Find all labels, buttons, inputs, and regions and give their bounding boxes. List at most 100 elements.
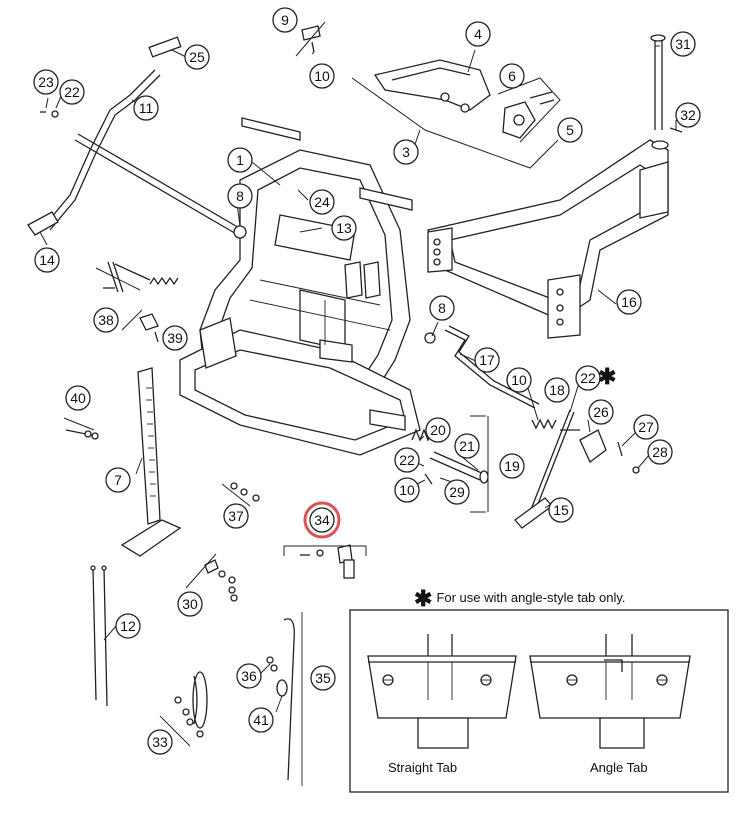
callout-circle xyxy=(162,325,188,351)
callout-36: 36 xyxy=(236,663,262,689)
callout-circle xyxy=(227,147,253,173)
callout-number: 13 xyxy=(336,220,352,236)
callout-circle xyxy=(465,21,491,47)
callout-circle xyxy=(184,44,210,70)
main-frame-drawing xyxy=(179,117,421,456)
callout-7: 7 xyxy=(105,467,131,493)
footnote-text: For use with angle-style tab only. xyxy=(436,590,626,605)
callout-number: 10 xyxy=(399,482,415,498)
callout-circle xyxy=(177,591,203,617)
callout-number: 8 xyxy=(438,300,446,316)
callout-6: 6 xyxy=(499,63,525,89)
callout-circle xyxy=(93,307,119,333)
callout-number: 31 xyxy=(675,36,691,52)
callout-number: 28 xyxy=(652,444,668,460)
callout-32: 32 xyxy=(675,102,701,128)
small-hardware-drawing xyxy=(174,482,355,738)
callout-12: 12 xyxy=(115,613,141,639)
callout-circle xyxy=(272,7,298,33)
callout-number: 34 xyxy=(314,512,330,528)
callout-circle xyxy=(236,663,262,689)
callout-number: 14 xyxy=(39,252,55,268)
straight-tab-label: Straight Tab xyxy=(388,760,458,775)
callout-circle xyxy=(115,613,141,639)
callout-number: 22 xyxy=(64,84,80,100)
callout-number: 12 xyxy=(120,618,136,634)
callout-4: 4 xyxy=(465,21,491,47)
callout-number: 24 xyxy=(314,194,330,210)
rods-cable-drawing xyxy=(90,565,303,786)
callout-number: 25 xyxy=(189,49,205,65)
callout-circle xyxy=(675,102,701,128)
callout-11: 11 xyxy=(133,95,159,121)
callout-10: 10 xyxy=(506,367,532,393)
callout-number: 36 xyxy=(241,668,257,684)
callout-20: 20 xyxy=(425,417,451,443)
callout-number: 38 xyxy=(98,312,114,328)
callout-number: 35 xyxy=(315,670,331,686)
pin-31-drawing xyxy=(650,34,683,133)
callout-30: 30 xyxy=(177,591,203,617)
callout-circle xyxy=(147,729,173,755)
callout-number: 17 xyxy=(479,352,495,368)
callout-number: 32 xyxy=(680,107,696,123)
callout-8: 8 xyxy=(227,183,253,209)
callout-23: 23 xyxy=(33,69,59,95)
callout-3: 3 xyxy=(393,139,419,165)
callout-circle xyxy=(557,117,583,143)
callout-14: 14 xyxy=(34,247,60,273)
callout-number: 30 xyxy=(182,596,198,612)
callout-number: 1 xyxy=(236,152,244,168)
callout-10: 10 xyxy=(394,477,420,503)
callout-circle xyxy=(331,215,357,241)
callout-circle xyxy=(647,439,673,465)
spring-pin-drawing xyxy=(103,261,179,343)
callout-circle xyxy=(548,497,574,523)
callout-16: 16 xyxy=(616,289,642,315)
callout-38: 38 xyxy=(93,307,119,333)
callout-40: 40 xyxy=(65,385,91,411)
hitch-drawing xyxy=(427,139,669,339)
callout-circle xyxy=(393,139,419,165)
callout-number: 40 xyxy=(70,390,86,406)
callout-circle xyxy=(506,367,532,393)
callout-circle xyxy=(425,417,451,443)
callout-number: 15 xyxy=(553,502,569,518)
callout-circle xyxy=(454,433,480,459)
callout-24: 24 xyxy=(309,189,335,215)
callout-circle xyxy=(499,453,525,479)
callout-number: 9 xyxy=(281,12,289,28)
callout-number: 29 xyxy=(449,484,465,500)
callout-41: 41 xyxy=(248,707,274,733)
callout-number: 21 xyxy=(459,438,475,454)
callout-19: 19 xyxy=(499,453,525,479)
callout-number: 41 xyxy=(253,712,269,728)
callout-18: 18 xyxy=(544,377,570,403)
callout-5: 5 xyxy=(557,117,583,143)
callout-number: 6 xyxy=(508,68,516,84)
asterisk-marker: ✱ xyxy=(598,364,617,389)
callout-circle xyxy=(59,79,85,105)
callout-number: 5 xyxy=(566,122,574,138)
callout-number: 33 xyxy=(152,734,168,750)
callout-circle xyxy=(429,295,455,321)
callout-13: 13 xyxy=(331,215,357,241)
callout-10: 10 xyxy=(309,63,335,89)
straight-tab-drawing xyxy=(367,634,517,749)
grouping-brackets xyxy=(63,21,561,747)
callout-number: 23 xyxy=(38,74,54,90)
callout-number: 3 xyxy=(402,144,410,160)
callout-circle xyxy=(65,385,91,411)
callout-number: 10 xyxy=(314,68,330,84)
callout-number: 10 xyxy=(511,372,527,388)
callout-8: 8 xyxy=(429,295,455,321)
callout-circle xyxy=(394,477,420,503)
angle-tab-label: Angle Tab xyxy=(590,760,648,775)
bolt-9-drawing xyxy=(301,25,321,53)
callout-circle xyxy=(670,31,696,57)
callout-circle xyxy=(34,247,60,273)
footnote-asterisk: ✱ xyxy=(414,586,433,611)
callout-22: 22 xyxy=(575,365,601,391)
highlight-ring xyxy=(303,501,341,539)
